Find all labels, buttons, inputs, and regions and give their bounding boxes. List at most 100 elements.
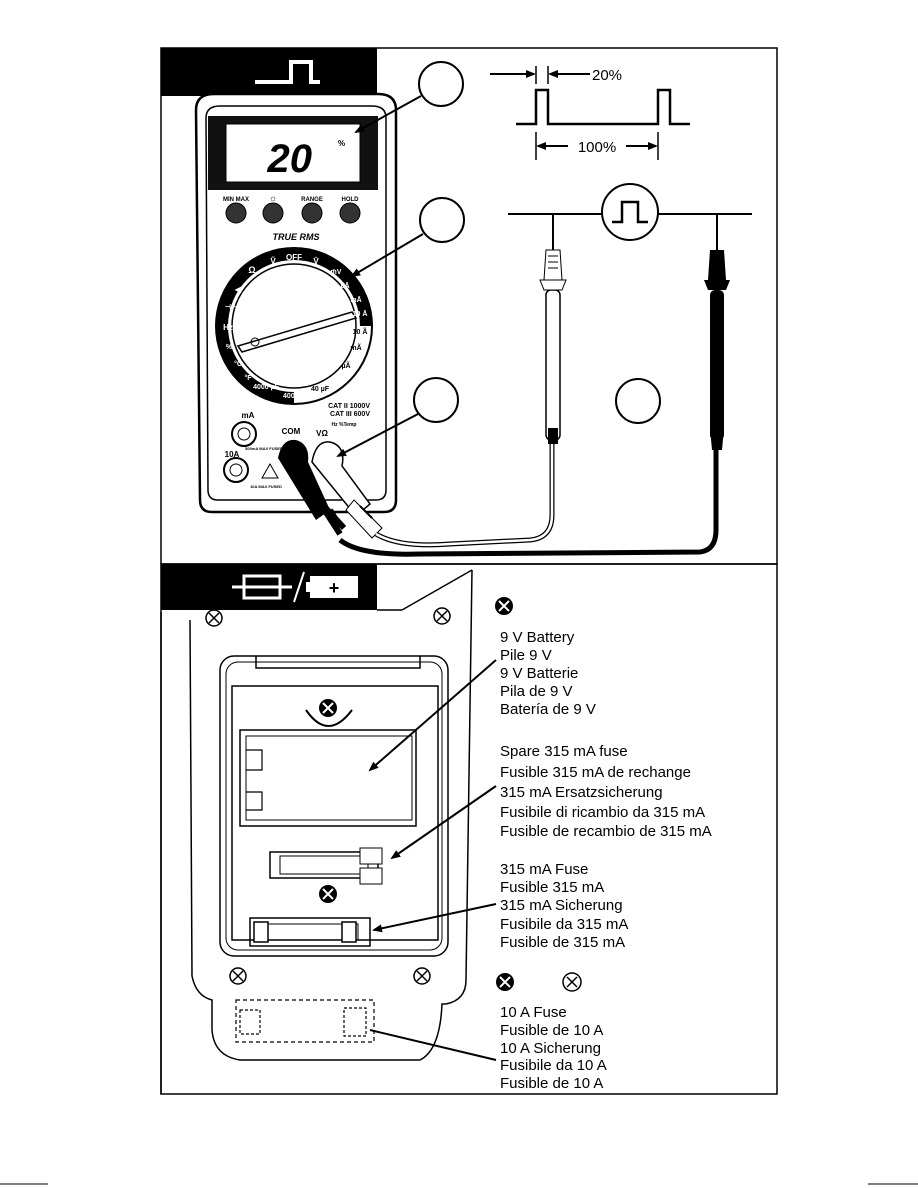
- button-label-hold: HOLD: [342, 197, 360, 203]
- callout-circle-4: [615, 378, 661, 424]
- callout-circle-3: [413, 377, 459, 423]
- dial-madc: mĀ: [350, 296, 361, 304]
- fuse-315-labels: 315 mA Fuse Fusible 315 mA 315 mA Sicher…: [500, 861, 628, 951]
- fuse-315-label-en: 315 mA Fuse: [500, 861, 588, 878]
- battery-pointer: [368, 659, 497, 772]
- spare-fuse-label-it: Fusibile di ricambio da 315 mA: [500, 804, 705, 821]
- lcd-display: [225, 123, 361, 183]
- black-probe: [704, 214, 730, 450]
- button-label-backlight: ☼: [269, 193, 277, 203]
- spare-fuse-labels: Spare 315 mA fuse Fusible 315 mA de rech…: [500, 743, 712, 840]
- test-lead-plugs: [278, 439, 383, 539]
- dial-vac: Ṽ: [270, 257, 276, 266]
- dial-maac: mÃ: [350, 343, 361, 352]
- rotary-dial-knob[interactable]: [231, 263, 357, 389]
- a10-jack-label: 10A: [225, 450, 240, 459]
- fused-10a-label: 10A MAX FUSED: [250, 484, 282, 489]
- cat-rating-2: CAT III 600V: [330, 411, 370, 418]
- fused-500ma-label: 500mA MAX FUSED: [245, 446, 283, 451]
- fuse-315-label-it: Fusibile da 315 mA: [500, 916, 628, 933]
- dial-uaac: µÃ: [341, 361, 350, 370]
- screw-icon: [562, 972, 582, 992]
- spare-fuse-label-en: Spare 315 mA fuse: [500, 743, 628, 760]
- dial-fahrenheit: °F: [244, 374, 252, 382]
- callout-circle-1: [418, 61, 464, 107]
- fuse-10a-label-es: Fusible de 10 A: [500, 1075, 603, 1092]
- spare-fuse-label-es: Fusible de recambio de 315 mA: [500, 823, 712, 840]
- meter-back: [160, 569, 473, 1094]
- duty-cycle-waveform: [490, 66, 690, 160]
- callout-arrow-dial: [350, 233, 424, 278]
- display-unit: %: [338, 139, 345, 148]
- battery-labels: 9 V Battery Pile 9 V 9 V Batterie Pila d…: [500, 629, 596, 718]
- screw-icon: [433, 607, 451, 625]
- dial-percent: %: [226, 344, 233, 351]
- dial-off-label: OFF: [286, 253, 302, 262]
- hz-temp-label: Hz %Temp: [332, 422, 357, 428]
- callout-circle-2: [419, 197, 465, 243]
- screw-filled-icon: [495, 597, 513, 615]
- true-rms-label: TRUE RMS: [273, 232, 320, 242]
- minmax-button[interactable]: [225, 202, 247, 224]
- fuse-10a-label-de: 10 A Sicherung: [500, 1040, 601, 1057]
- battery-icon: +: [306, 576, 358, 598]
- spare-fuse-label-fr: Fusible 315 mA de rechange: [500, 764, 691, 781]
- dial-400uf: 400 µF: [283, 393, 306, 400]
- battery-label-en: 9 V Battery: [500, 629, 575, 646]
- com-jack-label: COM: [282, 427, 301, 436]
- fuse-10a-label-it: Fusibile da 10 A: [500, 1057, 607, 1074]
- duty-cycle-label: 20%: [592, 67, 622, 84]
- battery-label-es: Batería de 9 V: [500, 701, 596, 718]
- dial-continuity: ◀: [234, 285, 242, 294]
- fuse-10a-labels: 10 A Fuse Fusible de 10 A 10 A Sicherung…: [500, 1004, 607, 1092]
- dial-celsius: °C: [234, 360, 242, 368]
- screw-icon: [229, 967, 247, 985]
- dial-4000uf: 4000 µF: [253, 384, 280, 391]
- square-wave-icon: [255, 60, 320, 84]
- battery-label-it: Pila de 9 V: [500, 683, 573, 700]
- dial-vdc: V̄: [313, 257, 319, 266]
- fuse-315-label-es: Fusible de 315 mA: [500, 934, 625, 951]
- fuse-315-label-de: 315 mA Sicherung: [500, 897, 623, 914]
- warning-triangle-icon: [261, 462, 279, 479]
- dial-10adc: 10 Ā: [353, 310, 368, 318]
- vohm-jack-label: VΩ: [316, 429, 328, 438]
- battery-label-fr: Pile 9 V: [500, 647, 552, 664]
- dial-ohm: Ω: [248, 265, 255, 275]
- dial-capacitance: ⊣⊢: [225, 303, 237, 311]
- fuse-icon: [232, 574, 292, 600]
- dial-pointer: [236, 311, 358, 353]
- hold-button[interactable]: [339, 202, 361, 224]
- fuse-10a-label-fr: Fusible de 10 A: [500, 1022, 603, 1039]
- duty-cycle-header-tab: [161, 48, 377, 96]
- svg-text:+: +: [329, 578, 340, 598]
- spare-fuse-label-de: 315 mA Ersatzsicherung: [500, 784, 663, 801]
- fuse-10a-label-en: 10 A Fuse: [500, 1004, 567, 1021]
- white-lead-wire: [374, 440, 555, 548]
- button-label-minmax: MIN MAX: [223, 197, 249, 203]
- fuse-315-pointer: [372, 903, 497, 933]
- fuse-10a-pointer: [369, 1029, 497, 1061]
- range-button[interactable]: [301, 202, 323, 224]
- cat-rating-1: CAT II 1000V: [328, 403, 370, 410]
- signal-source: [601, 183, 659, 241]
- ma-jack-label: mA: [242, 411, 255, 420]
- white-probe: [539, 214, 567, 444]
- backlight-button[interactable]: [262, 202, 284, 224]
- button-label-range: RANGE: [301, 197, 323, 203]
- dial-10aac: 10 Ã: [353, 327, 368, 336]
- screw-filled-icon: [319, 699, 337, 717]
- display-reading: 20: [267, 137, 313, 181]
- screw-icon: [413, 967, 431, 985]
- dial-40uf: 40 µF: [311, 386, 330, 393]
- dial-uadc: µĀ: [340, 282, 349, 290]
- period-label: 100%: [578, 139, 616, 156]
- callout-arrow-jacks: [336, 413, 419, 457]
- dial-hz: Hz: [223, 323, 233, 332]
- screw-filled-icon: [319, 885, 337, 903]
- signal-source-wave-icon: [612, 200, 648, 224]
- dial-mvdc: m̄V: [331, 268, 342, 276]
- screw-filled-icon: [496, 973, 514, 991]
- multimeter-front: 20 % MIN MAX ☼ RANGE HOLD TRUE RMS OFF Ω…: [194, 92, 398, 514]
